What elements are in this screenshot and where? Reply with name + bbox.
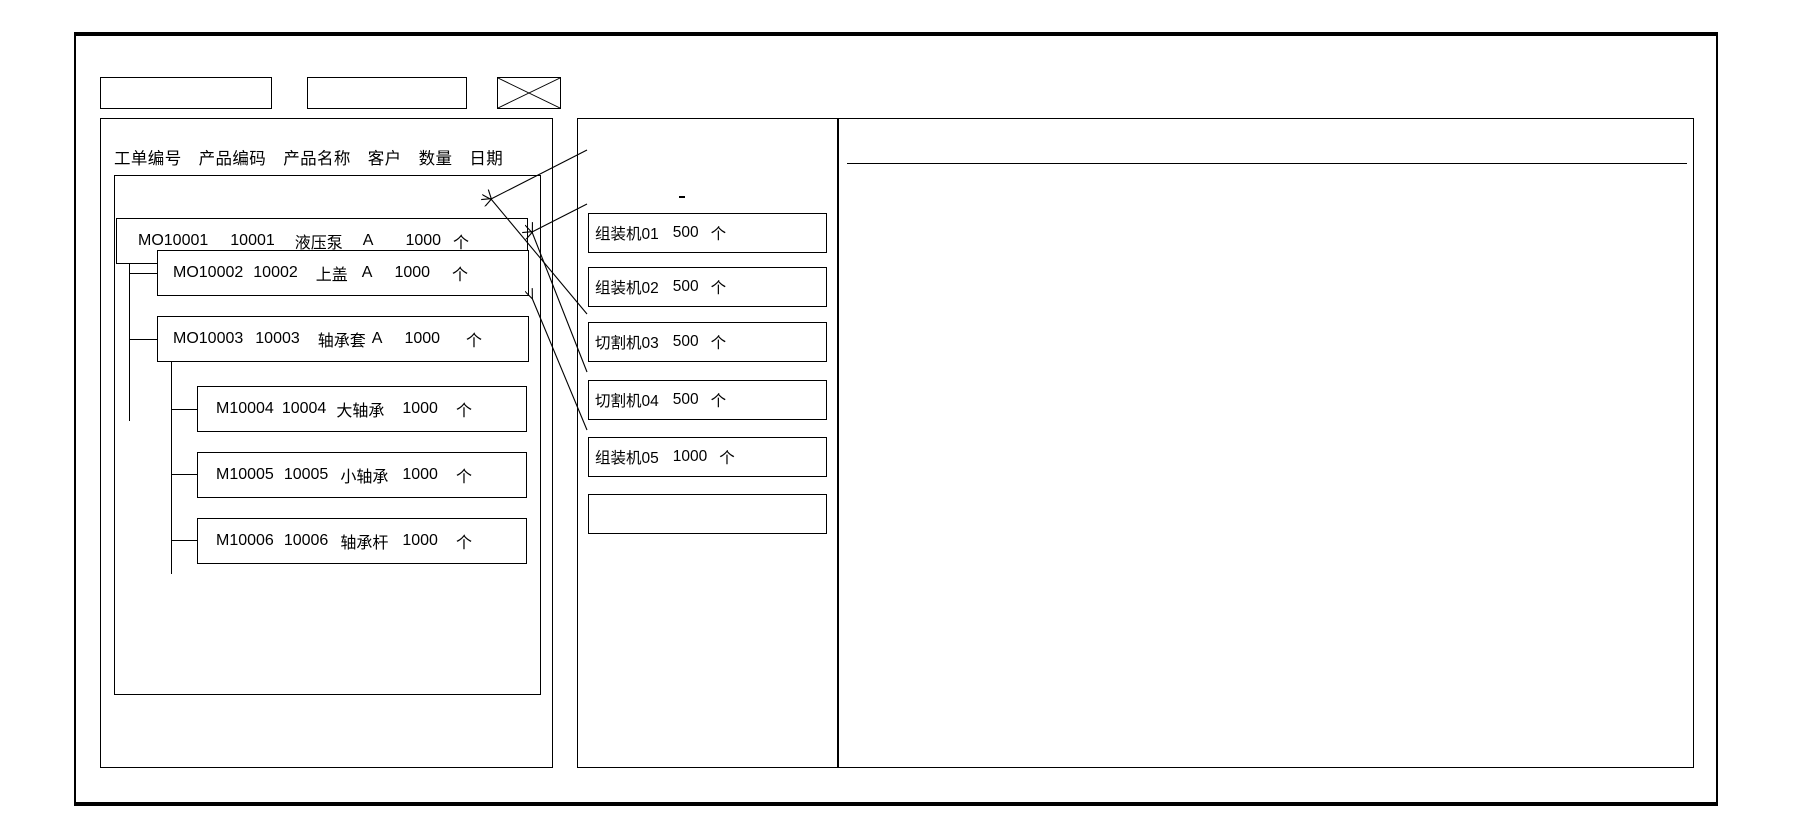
row-product-code: 10004 [281,400,327,417]
row-customer: A [361,264,373,281]
row-product-code: 10001 [230,232,275,249]
machine-unit: 个 [710,393,727,410]
table-row[interactable]: M10004 10004 大轴承 1000 个 [197,386,527,432]
row-unit: 个 [466,333,483,350]
toolbar [100,76,561,110]
row-order-no: MO10002 [173,264,244,281]
machine-name: 组装机01 [595,226,659,243]
table-row[interactable]: M10006 10006 轴承杆 1000 个 [197,518,527,564]
tree-connector-horizontal-node-4 [171,409,197,410]
row-product-name: 液压泵 [294,235,343,252]
column-header-date: 日期 [469,150,504,168]
machine-qty: 500 [672,391,699,408]
toolbar-input-2[interactable] [307,77,467,109]
tree-connector-vertical-branch [171,362,172,574]
list-item[interactable]: 组装机01 500 个 [588,213,827,253]
row-order-no: M10006 [216,532,274,549]
row-product-code: 10003 [255,330,300,347]
machine-unit: 个 [719,450,735,467]
machine-name: 切割机03 [595,335,659,352]
machine-name: 切割机04 [595,393,659,410]
row-quantity: 1000 [402,466,438,483]
row-quantity: 1000 [402,532,438,549]
row-unit: 个 [452,267,469,284]
column-header-product-code: 产品编码 [198,150,267,168]
list-item[interactable]: 组装机02 500 个 [588,267,827,307]
tree-connector-horizontal-node-2 [129,273,157,274]
x-cross-icon [498,78,560,108]
tree-connector-horizontal-node-6 [171,540,197,541]
column-header-quantity: 数量 [418,150,453,168]
machine-qty: 1000 [672,448,708,465]
list-item[interactable]: 切割机04 500 个 [588,380,827,420]
table-row[interactable]: MO10002 10002 上盖 A 1000 个 [157,250,529,296]
row-product-name: 上盖 [315,267,348,284]
detail-header-divider [847,163,1687,164]
machine-name: 组装机05 [595,450,659,467]
row-quantity: 1000 [405,232,442,249]
tree-connector-horizontal-node-3 [129,339,157,340]
machine-unit: 个 [710,335,727,352]
tree-connector-vertical-root [129,241,130,421]
machine-qty: 500 [672,278,699,295]
table-row[interactable]: MO10003 10003 轴承套 A 1000 个 [157,316,529,362]
machine-unit: 个 [710,226,727,243]
toolbar-input-1[interactable] [100,77,272,109]
placeholder-dash-mark [679,196,685,198]
column-header-row: 工单编号 产品编码 产品名称 客户 数量 日期 [114,145,503,169]
list-item[interactable]: 切割机03 500 个 [588,322,827,362]
row-unit: 个 [455,403,472,420]
detail-panel [838,118,1694,768]
row-order-no: MO10001 [138,232,209,249]
column-header-customer: 客户 [367,150,402,168]
row-product-code: 10002 [253,264,298,281]
row-product-name: 大轴承 [336,403,385,420]
work-order-tree-panel: 工单编号 产品编码 产品名称 客户 数量 日期 MO10001 10001 液压… [100,118,553,768]
machine-assignment-panel: 组装机01 500 个 组装机02 500 个 切割机03 500 个 切割机0… [577,118,838,768]
machine-qty: 500 [672,224,699,241]
table-row[interactable]: M10005 10005 小轴承 1000 个 [197,452,527,498]
row-order-no: M10005 [216,466,274,483]
row-order-no: MO10003 [173,330,244,347]
tree-connector-horizontal-node-5 [171,474,197,475]
list-item-empty[interactable] [588,494,827,534]
row-product-name: 小轴承 [340,469,389,486]
row-product-name: 轴承套 [317,333,366,350]
row-order-no: M10004 [216,400,274,417]
row-quantity: 1000 [394,264,431,281]
machine-qty: 500 [672,333,699,350]
row-unit: 个 [453,235,470,252]
application-window: 工单编号 产品编码 产品名称 客户 数量 日期 MO10001 10001 液压… [74,32,1718,806]
row-quantity: 1000 [402,400,438,417]
row-product-code: 10006 [283,532,329,549]
close-icon[interactable] [497,77,561,109]
row-product-code: 10005 [283,466,329,483]
column-header-product-name: 产品名称 [283,150,351,168]
row-quantity: 1000 [404,330,441,347]
row-customer: A [362,232,374,249]
row-customer: A [371,330,383,347]
machine-name: 组装机02 [595,280,659,297]
row-product-name: 轴承杆 [340,535,389,552]
column-header-order-no: 工单编号 [114,150,182,168]
row-unit: 个 [455,469,472,486]
list-item[interactable]: 组装机05 1000 个 [588,437,827,477]
machine-unit: 个 [710,280,727,297]
tree-list-container: MO10001 10001 液压泵 A 1000 个 MO10002 10002… [114,175,541,695]
row-unit: 个 [455,535,472,552]
